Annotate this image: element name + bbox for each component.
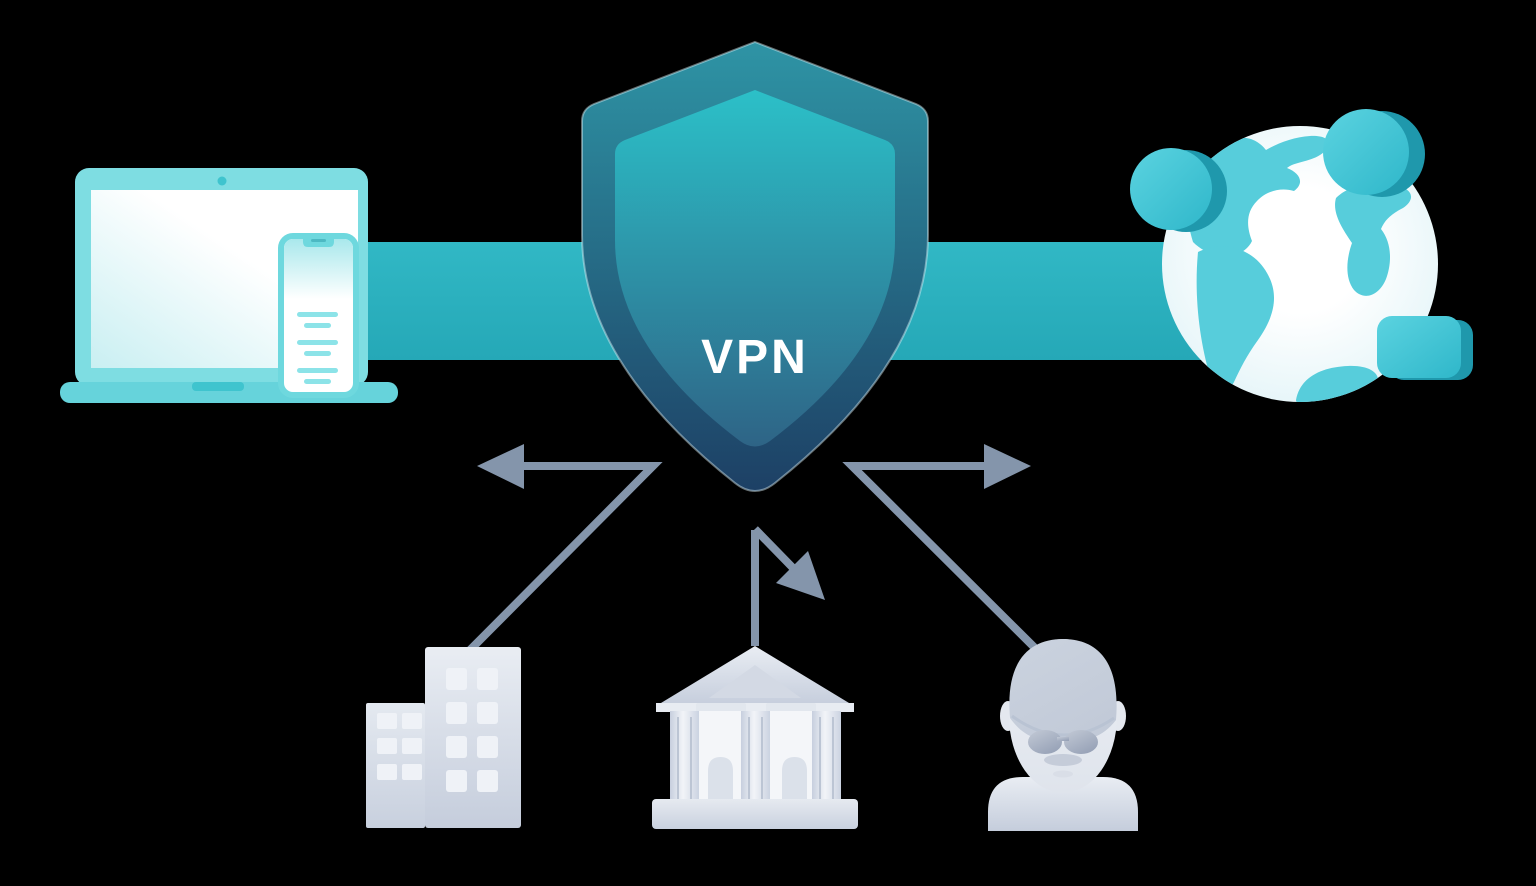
globe-node-right: [1323, 109, 1425, 197]
spy-mouth: [1053, 770, 1073, 778]
globe-node-left: [1130, 148, 1227, 232]
spy-cap-brim: [1011, 714, 1115, 737]
laptop-webcam: [217, 176, 227, 186]
arrow-right-head: [984, 444, 1031, 489]
building-windows: [377, 668, 498, 792]
bank-door-right: [782, 757, 807, 801]
spy-cap: [1009, 639, 1117, 741]
arrow-right-shaft: [842, 462, 1040, 653]
threat-arrows: [467, 444, 1040, 653]
phone-speaker: [311, 239, 326, 242]
spy-mustache: [1044, 754, 1082, 766]
laptop-base-notch: [192, 382, 244, 391]
arrow-center-head: [776, 551, 825, 600]
shield-inner: [615, 90, 895, 447]
smartphone-icon: [278, 233, 359, 398]
arrow-center-shaft: [751, 526, 796, 646]
spy-shoulders: [988, 777, 1138, 831]
spy-icon: [988, 639, 1138, 831]
bank-base: [652, 799, 858, 829]
bank-columns: [670, 711, 841, 801]
bank-entablature: [656, 703, 854, 712]
bank-pediment-inner: [709, 665, 801, 698]
globe-node-card: [1377, 316, 1473, 380]
globe-icon: [1130, 109, 1473, 402]
bank-door-left: [708, 757, 733, 801]
phone-text-lines: [297, 312, 338, 384]
arrow-left-shaft: [467, 462, 663, 653]
arrow-left-head: [477, 444, 524, 489]
spy-sunglasses: [1028, 730, 1098, 754]
phone-screen-header: [284, 239, 353, 299]
bank-icon: [652, 646, 858, 829]
vpn-shield-icon: VPN: [581, 40, 929, 492]
building-tall-tower: [425, 647, 521, 828]
office-building-icon: [366, 647, 521, 828]
shield-label: VPN: [701, 331, 809, 384]
